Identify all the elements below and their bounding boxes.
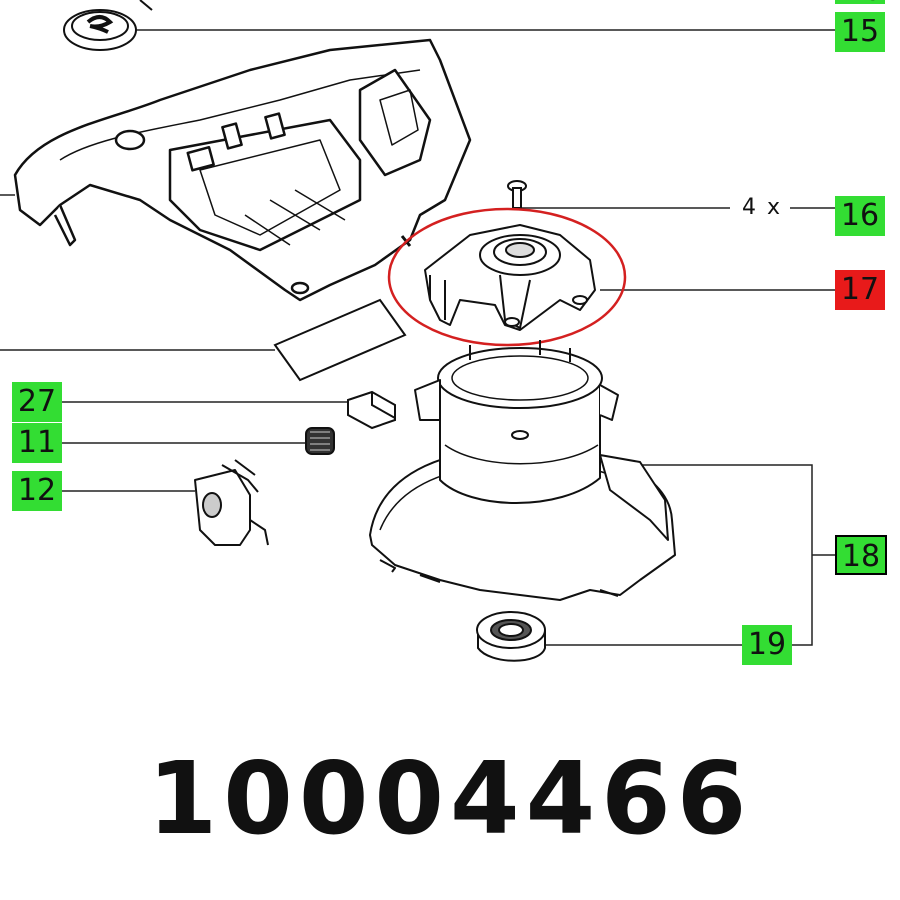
cap-part-15 xyxy=(63,0,153,51)
callout-12: 12 xyxy=(12,471,62,511)
gasket-plate xyxy=(273,298,407,382)
highlight-circle xyxy=(387,207,627,347)
callout-17: 17 xyxy=(835,270,885,310)
motor-housing xyxy=(13,38,472,302)
callout-19: 19 xyxy=(742,625,792,665)
callout-15: 15 xyxy=(835,12,885,52)
fan-housing-part-18 xyxy=(369,340,676,601)
callout-11: 11 xyxy=(12,423,62,463)
leader-lines xyxy=(0,29,835,646)
callout-18: 18 xyxy=(835,535,887,575)
clip-part-27 xyxy=(347,390,396,430)
part-number: 10004466 xyxy=(147,740,753,857)
callout-14: 14 xyxy=(835,0,885,4)
bearing-part-19 xyxy=(476,611,546,662)
bearing-bracket-part-17 xyxy=(424,224,596,331)
screw-part-16 xyxy=(507,180,527,209)
callout-16: 16 xyxy=(835,196,885,236)
spring-part-11 xyxy=(305,427,335,455)
callout-27: 27 xyxy=(12,382,62,422)
bracket-part-12 xyxy=(194,459,269,546)
quantity-note: 4 x xyxy=(742,195,783,220)
